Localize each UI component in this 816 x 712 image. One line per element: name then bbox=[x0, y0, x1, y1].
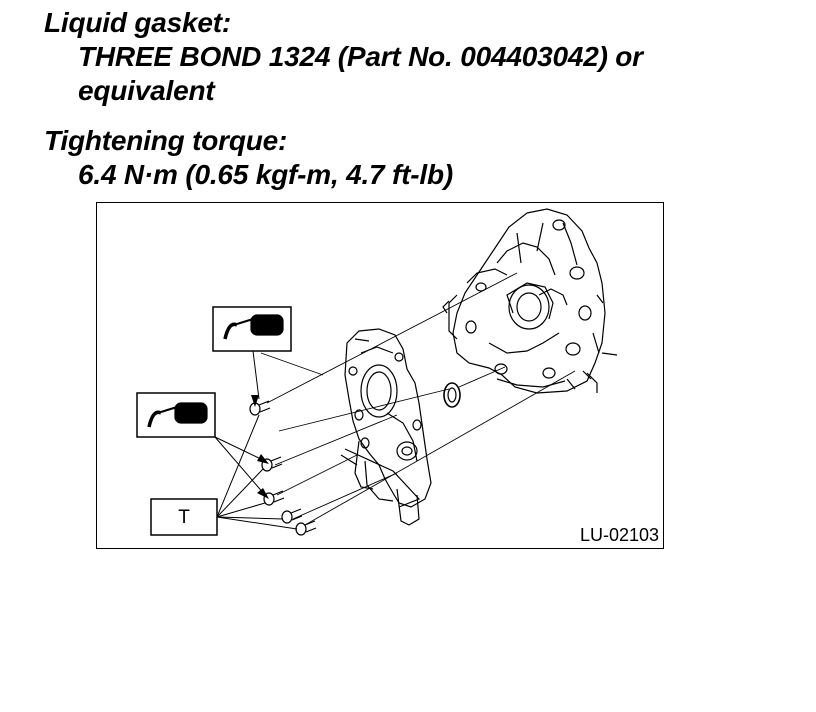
alignment-lines bbox=[266, 272, 576, 526]
figure-code: LU-02103 bbox=[580, 525, 659, 545]
liquid-gasket-spec-line1: THREE BOND 1324 (Part No. 004403042) or bbox=[78, 41, 643, 72]
liquid-gasket-heading: Liquid gasket: bbox=[44, 7, 231, 38]
bolt bbox=[261, 456, 283, 472]
bolt bbox=[295, 520, 317, 536]
tightening-torque-value: 6.4 N·m (0.65 kgf-m, 4.7 ft-lb) bbox=[78, 159, 453, 190]
engine-block-drawing bbox=[442, 208, 618, 394]
tightening-torque-heading: Tightening torque: bbox=[44, 125, 288, 156]
bolts bbox=[249, 400, 317, 536]
bolt bbox=[281, 508, 303, 524]
liquid-gasket-spec-line2: equivalent bbox=[78, 75, 215, 106]
bolt bbox=[263, 490, 285, 506]
oil-pump-illustration: T LU-02103 bbox=[96, 202, 664, 549]
torque-label-box: T bbox=[150, 414, 298, 536]
oil-seal-drawing bbox=[443, 382, 461, 408]
liquid-gasket-symbol-lower bbox=[136, 392, 269, 499]
torque-label: T bbox=[178, 507, 190, 528]
bolt bbox=[249, 400, 271, 416]
liquid-gasket-symbol-upper bbox=[212, 306, 324, 407]
oil-pump-drawing bbox=[340, 328, 432, 526]
